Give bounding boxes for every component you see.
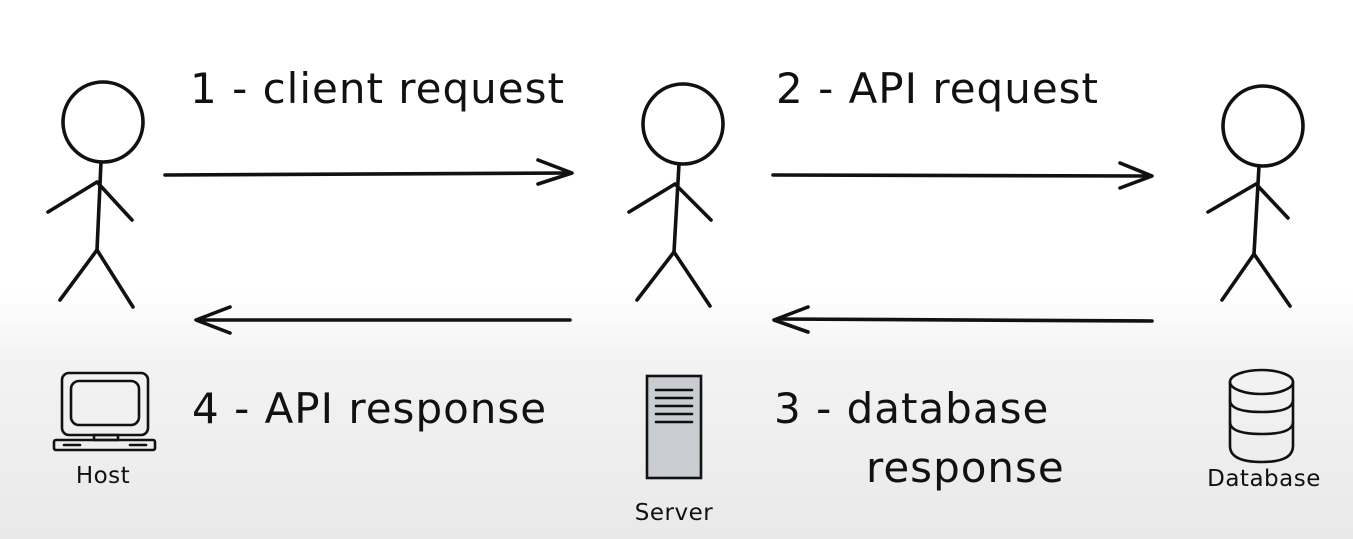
step-3-label-line-2: response <box>866 443 1065 492</box>
arrow-database-response <box>772 305 1154 334</box>
step-1-label: 1 - client request <box>190 64 565 113</box>
arrow-api-response <box>194 305 572 335</box>
computer-terminal-icon <box>52 371 157 452</box>
step-4-label: 4 - API response <box>192 384 547 433</box>
database-stick-figure-icon <box>1206 84 1305 308</box>
database-cylinder-icon <box>1228 368 1295 464</box>
host-label: Host <box>76 463 130 489</box>
step-2-label: 2 - API request <box>776 64 1099 113</box>
client-stick-figure-icon <box>46 80 145 309</box>
arrow-api-request <box>771 161 1154 190</box>
arrow-client-request <box>163 158 574 186</box>
server-stick-figure-icon <box>627 82 725 308</box>
server-label: Server <box>635 500 713 526</box>
database-label: Database <box>1207 466 1321 492</box>
server-tower-icon <box>645 374 703 480</box>
step-3-label-line-1: 3 - database <box>774 384 1049 433</box>
